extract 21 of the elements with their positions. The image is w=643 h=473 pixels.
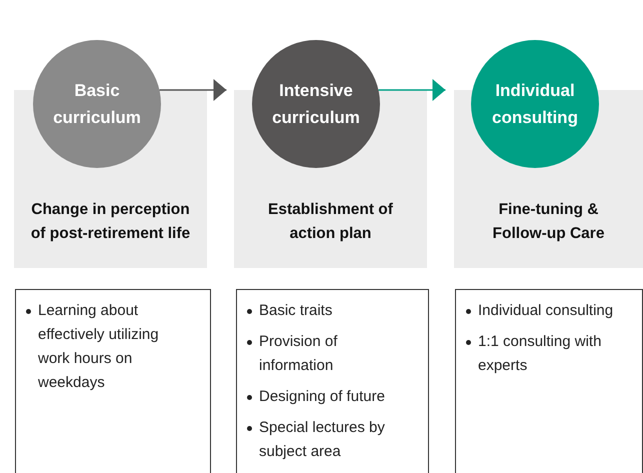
- stage-heading: Change in perception of post-retirement life: [30, 200, 192, 244]
- list-item: Designing of future: [259, 388, 385, 405]
- list-item: 1:1 consulting with experts: [478, 333, 602, 374]
- bullet-list-box: [455, 289, 643, 473]
- list-item: Basic traits: [259, 302, 332, 319]
- bullet-list-box: [15, 289, 211, 473]
- stage-heading: Fine-tuning & Follow-up Care: [492, 200, 606, 244]
- chevron-arrow: [159, 79, 226, 101]
- stage-heading: Establishment of action plan: [267, 200, 394, 244]
- stage-panel: [234, 168, 427, 268]
- step-circle: Intensive curriculum: [252, 40, 380, 168]
- list-item: Learning about effectively utilizing work hours on weekdays: [38, 302, 159, 391]
- list-item: Special lectures by subject area: [259, 419, 385, 460]
- stage-panel: [454, 168, 643, 268]
- chevron-arrow: [378, 79, 446, 101]
- bullet-list-box: [236, 289, 429, 473]
- step-circle: Individual consulting: [471, 40, 599, 168]
- list-item: Individual consulting: [478, 302, 614, 319]
- stage-panel: [14, 168, 207, 268]
- step-circle: Basic curriculum: [33, 40, 161, 168]
- list-item: Provision of information: [259, 333, 338, 374]
